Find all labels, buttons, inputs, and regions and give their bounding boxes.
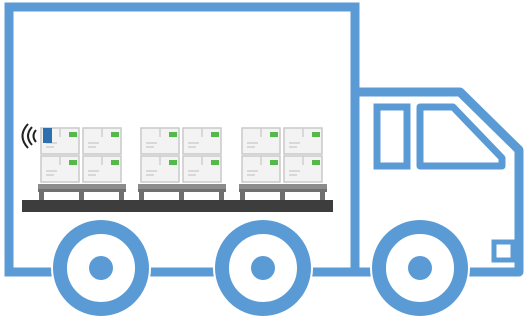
pallet-leg — [39, 192, 44, 200]
pallet-3 — [239, 128, 327, 200]
cargo-box — [242, 128, 280, 154]
wheel-hub — [251, 256, 275, 280]
box-green-tag — [169, 160, 177, 165]
box-green-tag — [169, 132, 177, 137]
cargo-box — [284, 156, 322, 182]
wheel-hub — [89, 256, 113, 280]
pallet-leg — [280, 192, 285, 200]
cargo-box — [83, 128, 121, 154]
box-green-tag — [211, 132, 219, 137]
wheel-hub — [408, 256, 432, 280]
rear-wheel — [51, 218, 151, 318]
pallet-leg — [320, 192, 325, 200]
pallet-2 — [138, 128, 226, 200]
cargo-box — [141, 156, 179, 182]
rfid-wave-icon — [23, 124, 37, 148]
cargo-box — [41, 156, 79, 182]
rfid-tag-icon — [43, 128, 52, 143]
box-green-tag — [312, 132, 320, 137]
cargo-box — [83, 156, 121, 182]
pallet-top-board — [239, 184, 327, 189]
pallet-leg — [240, 192, 245, 200]
front-wheel — [370, 218, 470, 318]
box-green-tag — [270, 132, 278, 137]
pallet-leg — [179, 192, 184, 200]
middle-wheel — [213, 218, 313, 318]
box-green-tag — [312, 160, 320, 165]
box-green-tag — [69, 160, 77, 165]
cab-headlight — [494, 242, 513, 260]
box-green-tag — [211, 160, 219, 165]
cargo-floor — [22, 200, 333, 212]
cargo-box — [183, 156, 221, 182]
pallet-leg — [79, 192, 84, 200]
cargo-box — [141, 128, 179, 154]
pallet-leg — [119, 192, 124, 200]
pallet-bottom-board — [38, 189, 126, 192]
cargo-box — [284, 128, 322, 154]
pallet-bottom-board — [138, 189, 226, 192]
pallet-top-board — [38, 184, 126, 189]
box-green-tag — [111, 160, 119, 165]
pallets-group — [38, 128, 327, 200]
pallet-top-board — [138, 184, 226, 189]
box-green-tag — [69, 132, 77, 137]
box-green-tag — [270, 160, 278, 165]
pallet-bottom-board — [239, 189, 327, 192]
cargo-box — [183, 128, 221, 154]
pallet-leg — [219, 192, 224, 200]
cargo-box — [242, 156, 280, 182]
pallet-leg — [139, 192, 144, 200]
box-green-tag — [111, 132, 119, 137]
cab-side-window — [377, 107, 407, 166]
wheels-group — [51, 218, 470, 318]
